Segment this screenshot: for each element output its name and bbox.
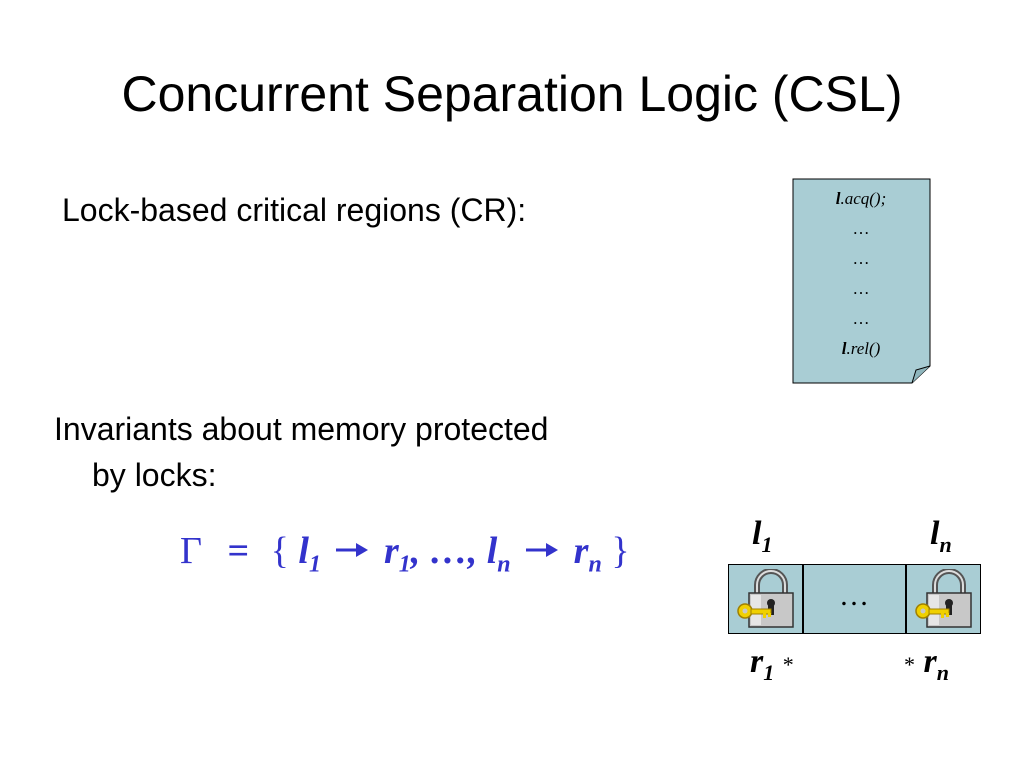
lock-icon [915,569,972,628]
lock-label-l1: l1 [752,515,773,557]
code-line-release: l.rel() [792,334,930,364]
code-line-acquire: l.acq(); [792,184,930,214]
strip-divider-left [802,565,804,633]
code-lock-var-release: l [841,339,847,358]
separating-star-left: * [782,652,794,677]
bullet-invariants-line2: by locks: [92,457,217,493]
document-shape [792,178,931,384]
slide-title: Concurrent Separation Logic (CSL) [121,66,903,122]
code-lock-var-acquire: l [835,189,841,208]
resource-label-rn: * rn [904,643,949,685]
code-acquire-call: .acq(); [840,189,887,208]
code-line-ellipsis-2: … [852,249,870,268]
code-line-ellipsis-3: … [852,279,870,298]
formula-lock-n: ln [486,530,511,578]
code-release-call: .rel() [846,339,881,358]
gamma-formula: Γ = { l1 r1, …, ln rn } [180,526,630,590]
open-brace: { [270,530,289,572]
code-line-ellipsis-1: … [852,219,870,238]
bullet-invariants: Invariants about memory protected by loc… [54,406,548,498]
code-snippet-document: l.acq(); … … … … l.rel() [792,178,933,384]
formula-resource-1: r1 [383,530,411,578]
equals-sign: = [227,530,250,572]
formula-lock-1: l1 [298,530,321,578]
maps-to-arrow-icon [526,543,559,558]
close-brace: } [611,530,630,572]
formula-resource-n: rn [573,530,602,578]
code-lines: l.acq(); … … … … l.rel() [792,184,930,364]
lock-icon [737,569,794,628]
strip-divider-right [905,565,907,633]
bullet-critical-regions: Lock-based critical regions (CR): [62,192,527,228]
bullet-invariants-line1: Invariants about memory protected [54,411,549,447]
formula-middle: , …, [410,530,487,572]
separating-star-right: * [904,652,915,677]
gamma-symbol: Γ [180,530,202,572]
lock-resource-strip: … [728,564,981,634]
maps-to-arrow-icon [336,543,369,558]
resource-label-r1: r1 * [750,643,794,685]
code-line-ellipsis-4: … [852,309,870,328]
lock-label-ln: ln [930,515,952,557]
strip-middle-dots: … [839,579,873,612]
